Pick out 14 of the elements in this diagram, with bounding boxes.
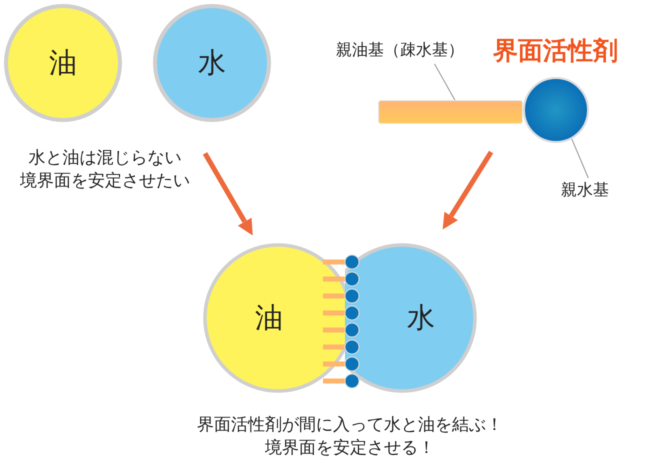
leader-line [571, 138, 589, 178]
part-label: 親油基（疎水基） [325, 38, 475, 62]
oil-circle: 油 [4, 4, 122, 122]
part-label: 親水基 [552, 178, 618, 202]
water-circle: 水 [153, 4, 271, 122]
caption-text: 水と油は混じらない境界面を安定させたい [5, 143, 205, 195]
water-droplet: 水 [345, 243, 477, 393]
arrow [442, 150, 494, 230]
leader-line [434, 63, 456, 100]
caption-text: 界面活性剤が間に入って水と油を結ぶ！境界面を安定させる！ [196, 414, 504, 459]
hydrophobic-tail-bar [378, 100, 523, 124]
arrow [202, 152, 253, 236]
oil-droplet: 油 [203, 243, 345, 393]
title-text: 界面活性剤 [492, 35, 619, 67]
